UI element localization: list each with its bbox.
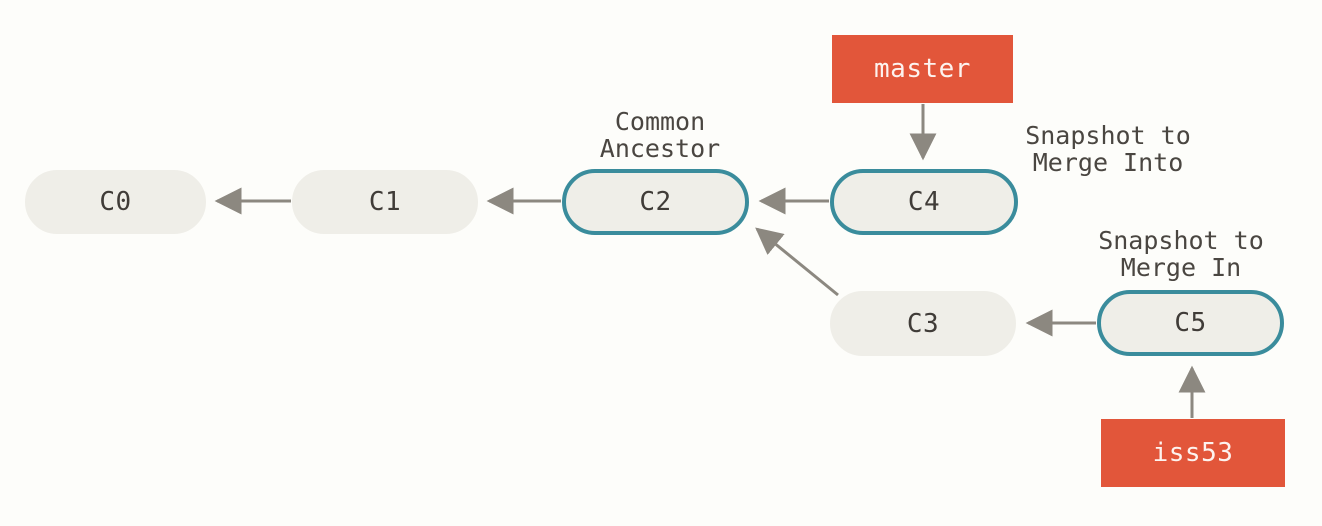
annotation-snapshot-to-merge-into: Snapshot to Merge Into	[1025, 121, 1191, 177]
commit-node-c3[interactable]: C3	[830, 291, 1016, 356]
commit-label: C5	[1174, 308, 1207, 338]
branch-label-text: iss53	[1152, 438, 1234, 468]
commit-node-c5[interactable]: C5	[1097, 290, 1284, 356]
commit-node-c1[interactable]: C1	[292, 170, 478, 234]
commit-label: C0	[99, 187, 132, 217]
commit-label: C2	[639, 187, 672, 217]
commit-node-c2[interactable]: C2	[562, 169, 749, 235]
branch-label-iss53[interactable]: iss53	[1101, 419, 1285, 487]
annotation-snapshot-to-merge-in: Snapshot to Merge In	[1098, 226, 1264, 282]
branch-label-text: master	[874, 54, 971, 84]
commit-label: C3	[906, 308, 940, 339]
commit-label: C1	[368, 187, 402, 217]
commit-node-c0[interactable]: C0	[25, 170, 206, 234]
commit-node-c4[interactable]: C4	[830, 169, 1018, 235]
annotation-common-ancestor: Common Ancestor	[599, 107, 721, 163]
commit-label: C4	[907, 187, 941, 217]
branch-label-master[interactable]: master	[832, 35, 1013, 103]
edge-c3-to-c2	[755, 227, 839, 297]
